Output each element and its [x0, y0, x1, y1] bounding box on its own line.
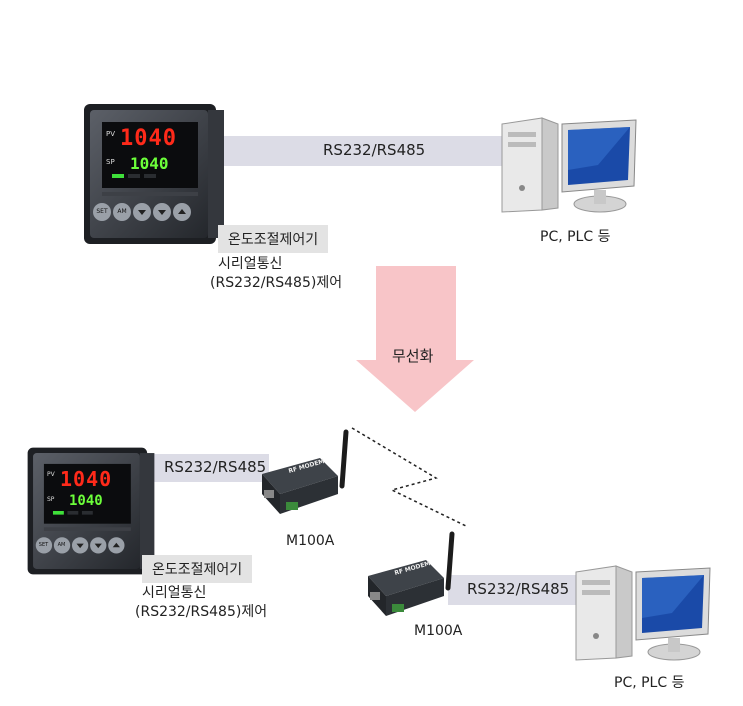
pv-display: 1040 — [60, 467, 113, 491]
controller-desc-top-2: (RS232/RS485)제어 — [210, 275, 343, 291]
controller-desc-bottom-1: 시리얼통신 — [142, 585, 207, 601]
sp-display: 1040 — [130, 154, 169, 173]
rf-modem-icon — [262, 429, 349, 514]
pv-label: PV — [47, 471, 55, 478]
set-button-label: SET — [38, 542, 49, 548]
rf-modem-2: RF MODEM — [352, 530, 462, 630]
rf-modem-1: RF MODEM — [246, 428, 356, 528]
controller-tag-bottom: 온도조절제어기 — [142, 555, 253, 583]
bottom-link-label-left: RS232/RS485 — [164, 458, 267, 476]
pv-label: PV — [106, 130, 116, 138]
rf-modem-icon — [368, 531, 455, 616]
controller-desc-bottom-2: (RS232/RS485)제어 — [135, 604, 268, 620]
set-button-label: SET — [96, 208, 108, 215]
sp-label: SP — [106, 158, 115, 166]
controller-desc-top-1: 시리얼통신 — [218, 256, 283, 272]
am-button-label: AM — [57, 542, 66, 548]
computer-icon — [575, 565, 711, 661]
bottom-link-band-right — [448, 575, 580, 605]
pv-display: 1040 — [120, 126, 177, 151]
controller-body-icon — [84, 104, 224, 244]
top-link-band — [216, 136, 516, 166]
modem-2-caption: M100A — [414, 623, 463, 639]
pc-top — [498, 110, 648, 220]
modem-1-caption: M100A — [286, 533, 335, 549]
pc-label-top: PC, PLC 등 — [540, 229, 611, 245]
sp-label: SP — [47, 496, 55, 503]
computer-icon — [501, 117, 637, 213]
temperature-controller-bottom: PV 1040 SP 1040 SET AM — [24, 444, 158, 578]
controller-tag-top: 온도조절제어기 — [218, 225, 329, 253]
temperature-controller-top: PV 1040 SP 1040 SET AM — [80, 100, 228, 248]
pc-label-bottom: PC, PLC 등 — [614, 675, 685, 691]
bottom-link-label-right: RS232/RS485 — [467, 580, 570, 598]
pc-bottom — [572, 558, 722, 668]
wireless-label: 무선화 — [392, 347, 434, 365]
bottom-link-band-left — [153, 454, 269, 482]
top-link-label: RS232/RS485 — [323, 141, 426, 159]
controller-body-icon — [27, 447, 155, 575]
am-button-label: AM — [117, 208, 127, 215]
sp-display: 1040 — [69, 493, 103, 509]
